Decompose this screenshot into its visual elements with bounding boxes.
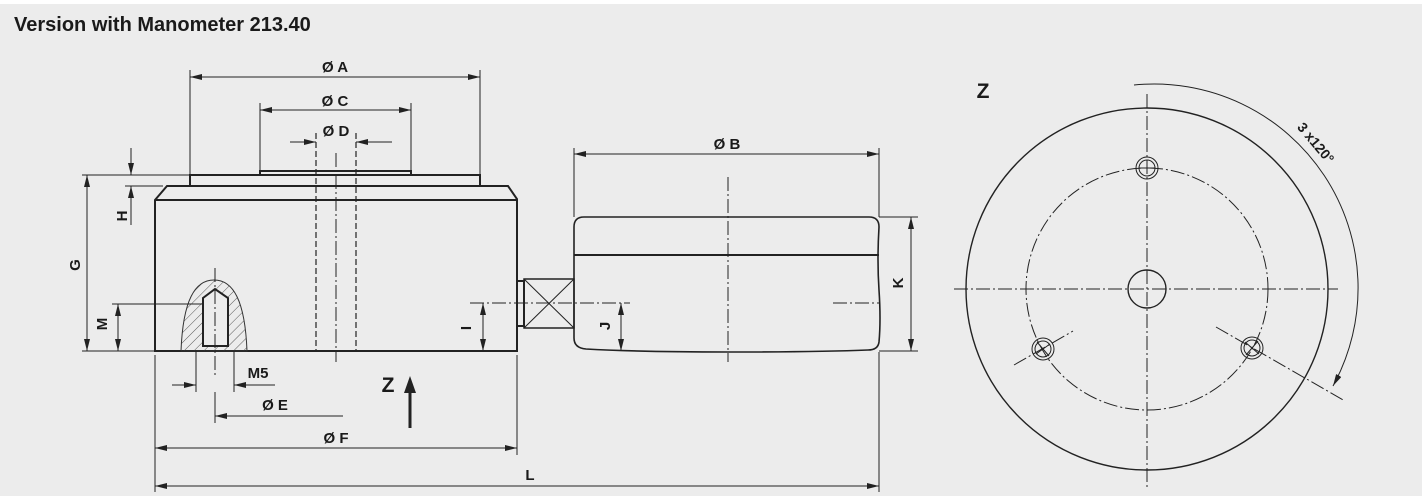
label-dia-A: Ø A [322, 59, 348, 76]
label-thread: M5 [248, 365, 269, 382]
label-angle: 3 x120° [1294, 119, 1337, 166]
manometer-gauge [470, 177, 881, 362]
threaded-hole-section [180, 268, 248, 378]
label-dia-D: Ø D [323, 123, 350, 140]
dimension-A: Ø A [189, 59, 481, 175]
mounting-hole [1031, 337, 1055, 361]
label-dia-E: Ø E [262, 397, 288, 414]
dimension-C: Ø C [259, 93, 412, 171]
label-dia-B: Ø B [714, 136, 741, 153]
view-arrow-Z: Z [382, 374, 416, 428]
dimension-G: G [67, 175, 155, 352]
dimension-I: I [458, 303, 486, 351]
label-M: M [94, 318, 111, 331]
label-J: J [597, 322, 614, 330]
dimension-M: M [94, 303, 203, 351]
label-K: K [890, 277, 907, 288]
dimension-B: Ø B [573, 136, 880, 217]
arrow-up-icon [404, 376, 416, 393]
label-H: H [114, 211, 131, 222]
dimension-H: H [82, 148, 190, 225]
dimension-thread-M5: M5 [172, 351, 275, 392]
dimension-D: Ø D [290, 123, 392, 145]
dimension-J: J [597, 303, 624, 351]
label-dia-F: Ø F [324, 430, 349, 447]
load-cell-side-view [154, 133, 518, 378]
label-view-arrow: Z [382, 374, 395, 397]
mounting-hole [1240, 336, 1264, 360]
view-Z-bottom: Z 3 x120° [954, 80, 1359, 490]
dimension-L: L [155, 352, 880, 492]
label-L: L [525, 467, 534, 484]
mounting-hole [1135, 156, 1159, 180]
drawing-title: Version with Manometer 213.40 [14, 14, 311, 36]
label-I: I [458, 326, 475, 330]
dimension-F: Ø F [154, 355, 518, 492]
dimension-K: K [879, 216, 918, 352]
label-G: G [67, 259, 84, 271]
label-view-title: Z [977, 80, 990, 103]
label-dia-C: Ø C [322, 93, 349, 110]
dimension-E: Ø E [214, 392, 343, 423]
